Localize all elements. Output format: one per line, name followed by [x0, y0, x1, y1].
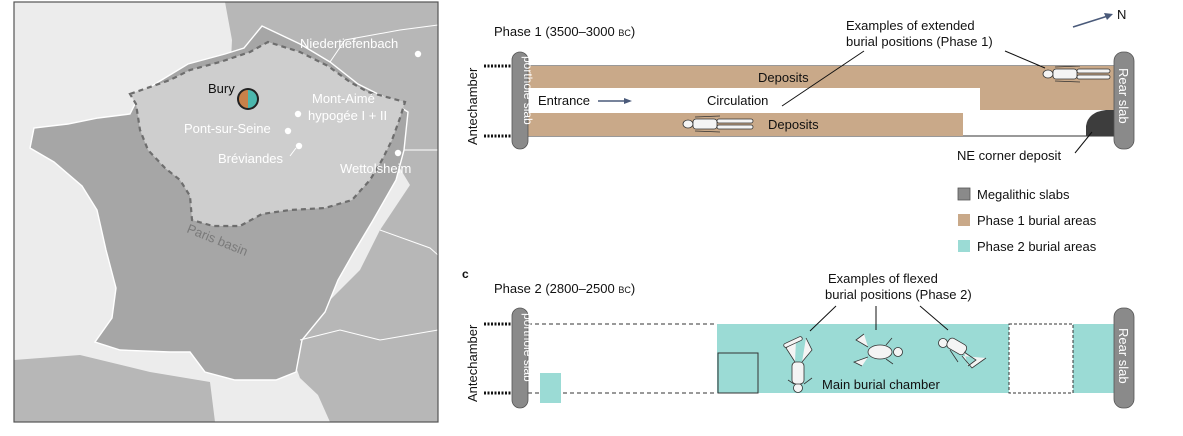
- panel-c-letter: c: [462, 267, 469, 281]
- phase1-deposits-upper-label: Deposits: [758, 70, 809, 85]
- phase1-deposits-lower-label: Deposits: [768, 117, 819, 132]
- legend: Megalithic slabs Phase 1 burial areas Ph…: [957, 187, 1097, 254]
- flexed-skeleton-2: [852, 333, 903, 367]
- phase1-rear-slab: [1113, 51, 1135, 150]
- panel-b: Phase 1 (3500–3000 BC) N Antechamber Dep…: [465, 7, 1135, 163]
- site-dot-niedertiefenbach: [414, 50, 422, 58]
- north-label: N: [1117, 7, 1126, 22]
- flexed-callout-line1: Examples of flexed: [828, 271, 938, 286]
- phase1-ne-corner-deposit: [1086, 110, 1114, 136]
- site-label-breviandes: Bréviandes: [218, 151, 284, 166]
- site-label-pont-sur-seine: Pont-sur-Seine: [184, 121, 271, 136]
- phase1-porthole-slab: [511, 51, 529, 150]
- phase2-porthole-slab-label: porthole slab: [521, 313, 535, 382]
- legend-label-phase1: Phase 1 burial areas: [977, 213, 1097, 228]
- phase1-deposits-lower: [528, 113, 963, 136]
- phase1-antechamber-label: Antechamber: [465, 67, 480, 145]
- extended-leader-left: [781, 50, 865, 107]
- entrance-arrowhead: [624, 98, 632, 104]
- phase2-rear-slab: [1113, 307, 1135, 409]
- site-label-bury: Bury: [208, 81, 235, 96]
- phase2-rear-slab-label: Rear slab: [1116, 328, 1131, 384]
- phase1-deposits-upper: [528, 66, 1114, 110]
- phase2-small-deposit: [540, 373, 561, 403]
- extended-skeleton-1: [1042, 65, 1111, 83]
- bury-marker-phase1: [239, 90, 248, 108]
- extended-callout-line2: burial positions (Phase 1): [846, 34, 993, 49]
- flexed-leader-1: [809, 305, 837, 332]
- map-border-line: [299, 24, 438, 341]
- flexed-skeleton-1: [783, 336, 813, 393]
- extended-leader-right: [1004, 50, 1046, 69]
- phase1-antechamber-hatch: [484, 64, 512, 138]
- phase2-antechamber-label: Antechamber: [465, 324, 480, 402]
- map-panel: Niedertiefenbach Bury Mont-Aimé hypogée …: [13, 1, 439, 423]
- site-label-mont-aime: Mont-Aimé: [312, 91, 375, 106]
- legend-label-phase2: Phase 2 burial areas: [977, 239, 1097, 254]
- legend-swatch-slabs: [957, 187, 971, 201]
- phase2-inner-square: [717, 352, 759, 394]
- circulation-label: Circulation: [707, 93, 768, 108]
- main-chamber-label: Main burial chamber: [822, 377, 940, 392]
- phase1-title: Phase 1 (3500–3000 BC): [494, 24, 635, 39]
- site-dot-wettolsheim: [394, 149, 402, 157]
- ne-corner-label: NE corner deposit: [957, 148, 1061, 163]
- map-spain: [14, 355, 215, 422]
- extended-callout-line1: Examples of extended: [846, 18, 975, 33]
- phase2-title: Phase 2 (2800–2500 BC): [494, 281, 635, 296]
- legend-label-slabs: Megalithic slabs: [977, 187, 1070, 202]
- phase2-porthole-slab: [511, 307, 529, 409]
- site-label-wettolsheim: Wettolsheim: [340, 161, 411, 176]
- flexed-callout-line2: burial positions (Phase 2): [825, 287, 972, 302]
- bury-marker-phase2: [248, 90, 257, 108]
- entrance-label: Entrance: [538, 93, 590, 108]
- legend-swatch-phase2: [958, 240, 970, 252]
- site-label-hypogee: hypogée I + II: [308, 108, 387, 123]
- breviandes-leader: [289, 147, 297, 157]
- phase1-porthole-slab-label: porthole slab: [521, 56, 535, 125]
- flexed-leader-3: [919, 305, 949, 331]
- site-dot-pont-sur-seine: [284, 127, 292, 135]
- map-paris-basin: [128, 40, 407, 228]
- legend-swatch-phase1: [958, 214, 970, 226]
- site-dot-mont-aime: [294, 110, 302, 118]
- phase2-antechamber-hatch: [484, 322, 512, 395]
- map-frame: [13, 1, 439, 423]
- site-dot-breviandes: [295, 142, 303, 150]
- site-label-niedertiefenbach: Niedertiefenbach: [300, 36, 398, 51]
- phase2-empty-zone: [1008, 323, 1074, 394]
- panel-c: c Phase 2 (2800–2500 BC) Antechamber Mai…: [462, 267, 1135, 409]
- north-arrow: N: [1072, 7, 1126, 28]
- flexed-skeleton-3: [938, 337, 987, 369]
- extended-skeleton-2: [682, 115, 754, 133]
- ne-corner-leader: [1074, 131, 1093, 154]
- phase1-rear-slab-label: Rear slab: [1116, 68, 1131, 124]
